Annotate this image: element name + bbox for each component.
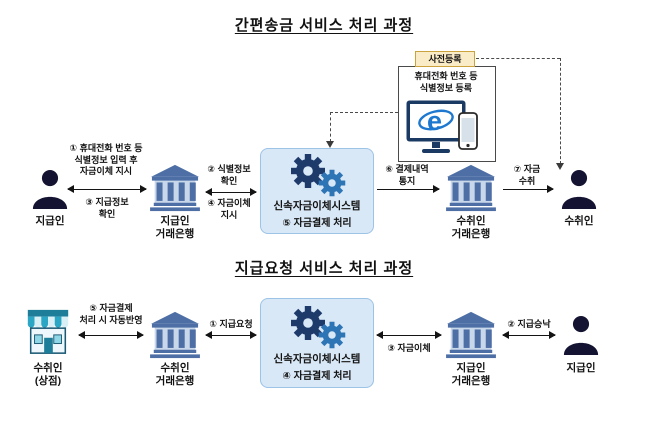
payment-request-title: 지급요청 서비스 처리 과정	[234, 260, 414, 277]
gears-icon	[284, 152, 350, 198]
payer-person-icon	[31, 168, 69, 210]
payer-label-2: 지급인	[566, 362, 596, 374]
merchant-bank-icon	[148, 311, 202, 359]
system-name: 신속자금이체시스템	[273, 353, 361, 365]
arrow-merchantbank-system	[205, 331, 257, 340]
step1b-text: ① 지급요청	[209, 319, 253, 329]
payer-bank-label-2: 지급인 거래은행	[451, 362, 491, 387]
system-name: 신속자금이체시스템	[273, 200, 361, 212]
step4-text: ④ 자금이체 지시	[207, 198, 251, 220]
dashed-line-prereg-to-payee-v	[560, 58, 561, 164]
arrow-payeebank-payee	[503, 185, 554, 194]
dashed-line-prereg-to-system-v	[330, 112, 331, 142]
step3-text: ③ 지급정보 확인	[85, 197, 129, 219]
payer-bank-label: 지급인 거래은행	[155, 215, 195, 240]
step1-text: ① 휴대전화 번호 등 식별정보 입력 후 자금이체 지시	[69, 143, 143, 176]
ie-letter: e	[427, 106, 442, 136]
arrow-system-payeebank	[377, 185, 440, 194]
step2-text: ② 식별정보 확인	[207, 164, 251, 186]
arrow-payerbank-system	[205, 188, 257, 197]
merchant-label: 수취인 (상점)	[33, 362, 63, 387]
step3b-text: ③ 자금이체	[387, 343, 431, 353]
step7-text: ⑦ 자금 수취	[513, 164, 541, 186]
dashed-arrowhead-payee	[556, 163, 564, 170]
dashed-arrowhead-system	[326, 141, 334, 148]
payee-person-icon	[560, 168, 598, 210]
system-step4: ④ 자금결제 처리	[282, 371, 352, 382]
merchant-bank-label: 수취인 거래은행	[155, 362, 195, 387]
arrow-merchant-merchantbank	[78, 331, 144, 340]
monitor-ie-icon: e	[405, 99, 467, 155]
arrow-system-payerbank	[376, 331, 442, 340]
simple-transfer-title: 간편송금 서비스 처리 과정	[234, 17, 414, 34]
payer-label: 지급인	[35, 215, 65, 227]
step2b-text: ② 지급승낙	[507, 319, 551, 329]
payee-bank-label: 수취인 거래은행	[451, 215, 491, 240]
prereg-tag: 사전등록	[415, 51, 475, 67]
system-step5: ⑤ 자금결제 처리	[282, 218, 352, 229]
arrow-payerbank-payer	[502, 331, 556, 340]
step6-text: ⑥ 결제내역 통지	[385, 164, 429, 186]
payer-person-icon-2	[562, 314, 600, 356]
payee-bank-icon	[444, 164, 498, 212]
step5b-text: ⑤ 자금결제 처리 시 자동반영	[79, 303, 143, 325]
dashed-line-prereg-to-system-h	[330, 112, 398, 113]
dashed-line-prereg-to-payee-h	[476, 58, 560, 59]
payer-bank-icon-2	[444, 311, 498, 359]
prereg-text: 휴대전화 번호 등 식별정보 등록	[414, 71, 478, 93]
fast-transfer-system-box-2: 신속자금이체시스템 ④ 자금결제 처리	[260, 298, 374, 388]
smartphone-icon	[458, 112, 478, 150]
store-icon	[23, 307, 73, 357]
payer-bank-icon	[148, 164, 202, 212]
gears-icon	[284, 304, 350, 350]
payee-label: 수취인	[564, 215, 594, 227]
fast-transfer-system-box: 신속자금이체시스템 ⑤ 자금결제 처리	[260, 148, 374, 234]
arrow-payer-payerbank	[67, 185, 147, 194]
